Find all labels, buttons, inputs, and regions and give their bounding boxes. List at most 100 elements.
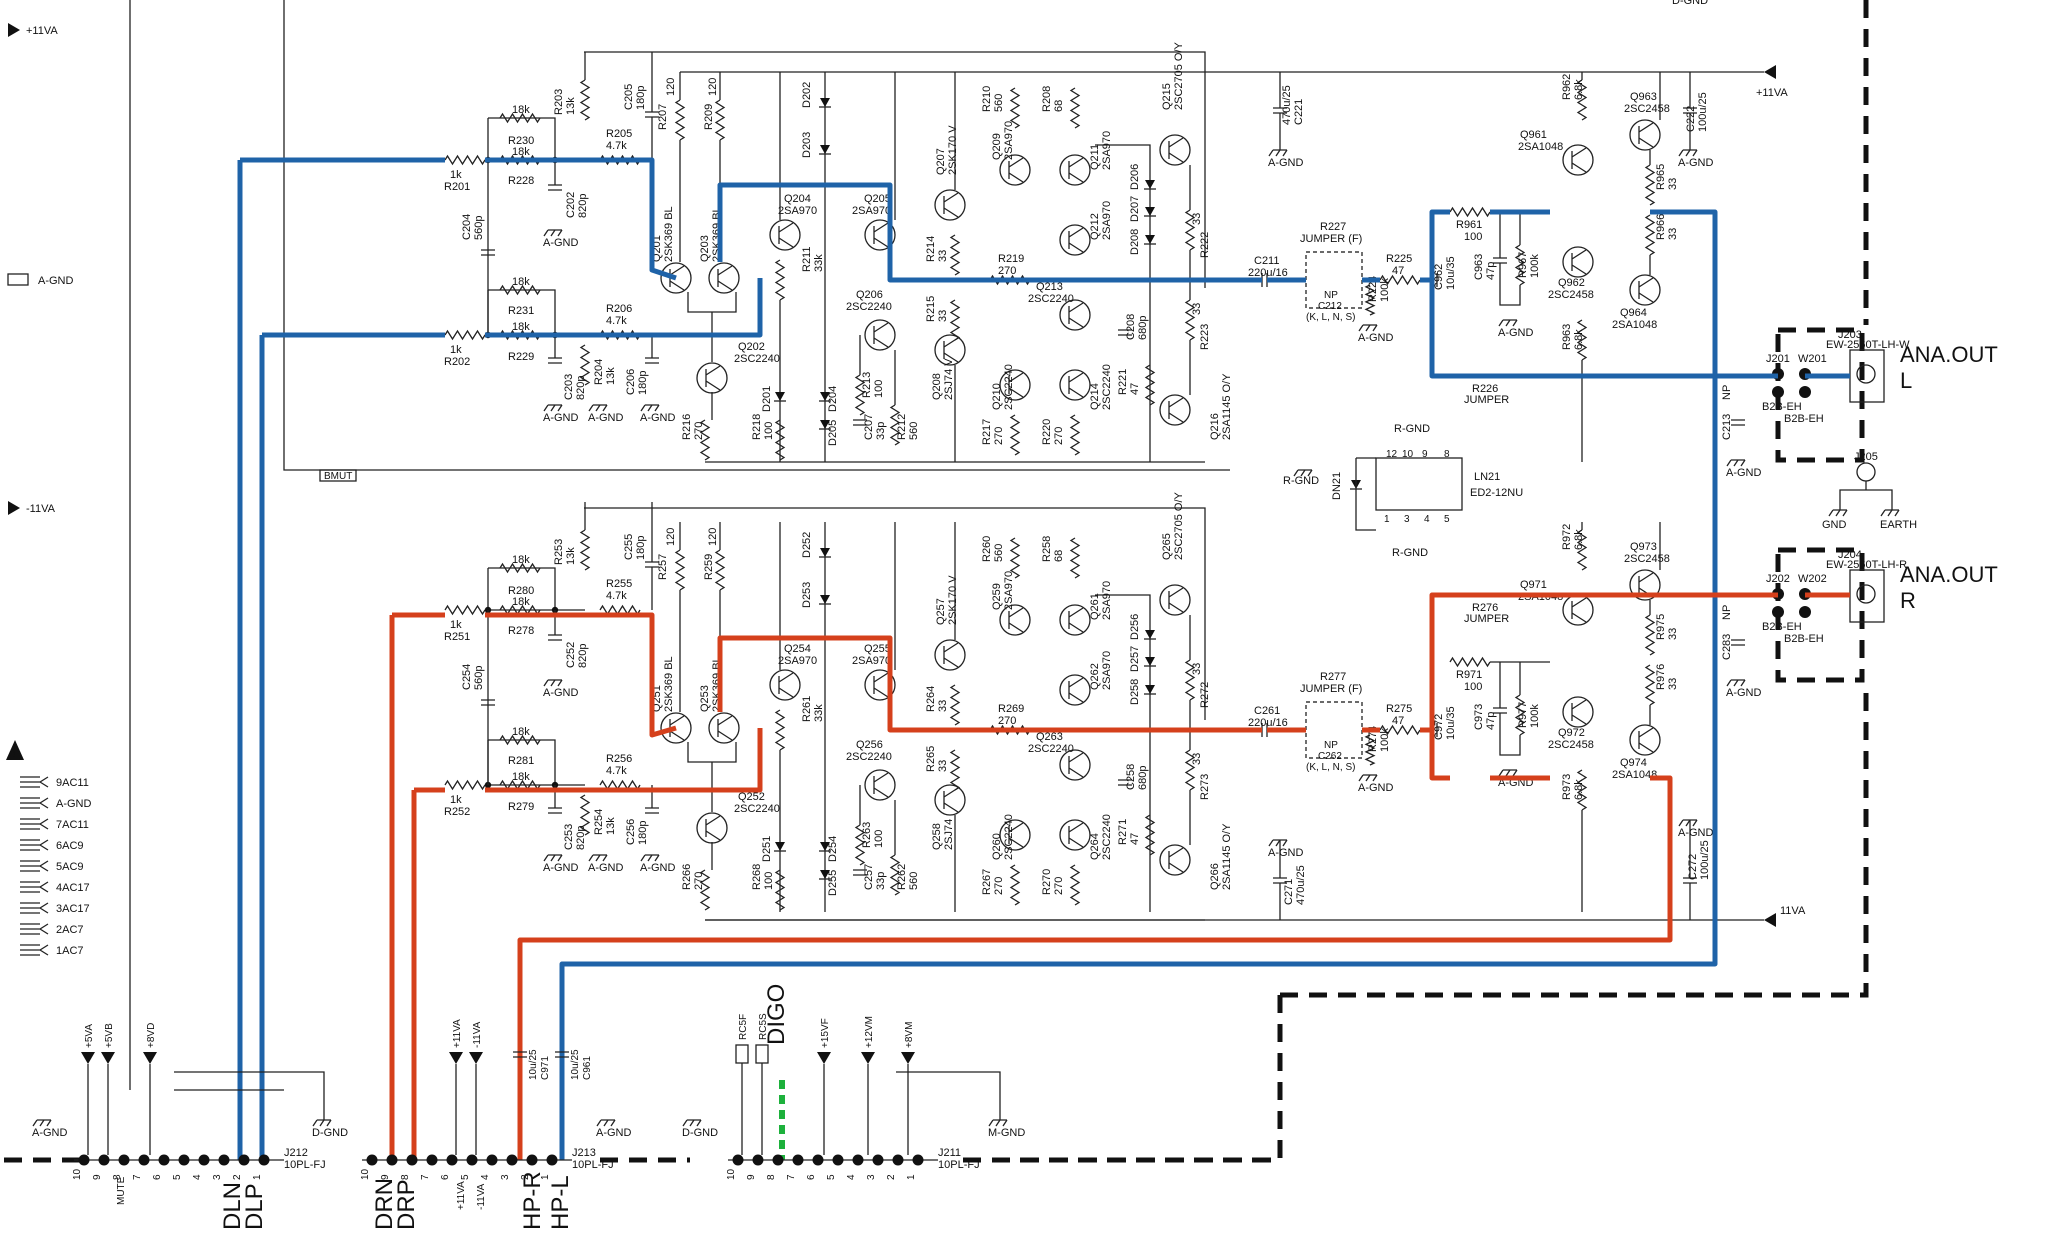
lower-q-val-7: 2SJ74 xyxy=(943,819,955,850)
upper-q-ref-14: Q215 xyxy=(1161,83,1173,110)
upper-res-ref-21: R219 xyxy=(998,253,1024,265)
lower-cap-val-3: 820p xyxy=(575,826,587,850)
cap-c283-np: NP xyxy=(1721,605,1733,620)
lower-q963-symbol xyxy=(1629,569,1661,601)
ac-label-3: 6AC9 xyxy=(56,840,84,852)
relay-pin-bot-1: 3 xyxy=(1404,514,1410,525)
upper-gnd-label-d: A-GND xyxy=(640,412,676,424)
lower-res-r204 xyxy=(579,794,591,836)
ac-tag xyxy=(20,797,49,809)
ac-label-0: 9AC11 xyxy=(56,777,89,789)
upper-d203 xyxy=(820,145,830,154)
lower-res-ref-30: R977 xyxy=(1517,702,1529,728)
lower-res-r967 xyxy=(1514,694,1526,736)
relay-pin-top-2: 9 xyxy=(1422,449,1428,460)
transistor-leads xyxy=(1168,137,1184,163)
conn-j213-pin-5 xyxy=(466,1154,478,1166)
lower-d201 xyxy=(775,842,785,851)
lower-d208 xyxy=(1145,685,1155,694)
bmut-label: BMUT xyxy=(324,471,352,482)
lower-res-val-8: 4.7k xyxy=(606,765,627,777)
conn-j213-pin-3 xyxy=(506,1154,518,1166)
lower-res-val-25: 33 xyxy=(1191,663,1203,675)
upper-q961-symbol xyxy=(1562,144,1594,176)
upper-wire xyxy=(779,72,896,220)
upper-cap-ref-5: C207 xyxy=(863,414,875,440)
upper-res-val-18: 33 xyxy=(937,310,949,322)
upper-res-val-2: 18k xyxy=(512,104,530,116)
ground-symbol xyxy=(1880,509,1900,517)
dgnd-top-label: D-GND xyxy=(1672,0,1708,7)
earth-jack-ref: J205 xyxy=(1854,451,1878,463)
upper-q962-symbol xyxy=(1562,246,1594,278)
lower-d204 xyxy=(820,842,830,851)
lower-in-res-b xyxy=(444,779,486,791)
rail-arrow-m11va xyxy=(8,501,20,515)
cap-c272-val: 100u/25 xyxy=(1699,840,1711,880)
lower-res-val-20: 270 xyxy=(693,872,705,890)
cap-c221-ref: C221 xyxy=(1293,99,1305,125)
upper-res-ref-17: R214 xyxy=(925,236,937,262)
upper-res-ref-29: R961 xyxy=(1456,219,1482,231)
lower-res-r966 xyxy=(1644,664,1656,706)
upper-res-ref-11: R209 xyxy=(703,104,715,130)
upper-res-ref-8: R206 xyxy=(606,303,632,315)
out-right-jack-ref: J204 xyxy=(1838,549,1862,561)
upper-cap-ref-3: C203 xyxy=(563,374,575,400)
lower-res-r213 xyxy=(854,824,866,866)
j211-supply-arrow-0 xyxy=(817,1052,831,1064)
lower-res-r215 xyxy=(949,749,961,791)
conn-j211-pin-4 xyxy=(852,1154,864,1166)
lower-q208-symbol xyxy=(934,784,966,816)
lower-d205 xyxy=(820,870,830,879)
lower-res-val-23: 270 xyxy=(1053,877,1065,895)
lower-diode-6: D257 xyxy=(1129,646,1141,672)
upper-res-r208 xyxy=(699,419,711,461)
c961-val: 10u/25 xyxy=(570,1049,581,1080)
lower-cap-c204 xyxy=(481,699,495,706)
conn-j212-pin-8 xyxy=(118,1154,130,1166)
lower-res-ref-15: R260 xyxy=(981,536,993,562)
lower-q-val-3: 2SA970 xyxy=(778,655,817,667)
jumper-r227-variants: (K, L, N, S) xyxy=(1306,312,1355,323)
conn-j211-pin-10 xyxy=(732,1154,744,1166)
upper-res-val-12: 33k xyxy=(813,254,825,272)
ground-symbol xyxy=(640,404,660,412)
lower-diode-1: D253 xyxy=(801,582,813,608)
lower-res-ref-20: R266 xyxy=(681,864,693,890)
lower-wire xyxy=(1095,594,1151,912)
upper-res-r215 xyxy=(949,299,961,341)
upper-q207-symbol xyxy=(934,189,966,221)
lower-res-ref-10: R257 xyxy=(657,554,669,580)
ac-label-7: 2AC7 xyxy=(56,924,84,936)
transistor-leads xyxy=(873,772,889,798)
conn-j211-pin-5 xyxy=(832,1154,844,1166)
transistor-leads xyxy=(1068,157,1084,183)
lower-res-val-18: 33 xyxy=(937,760,949,772)
gnd-c271: A-GND xyxy=(1268,847,1304,859)
upper-res-r225 xyxy=(1379,274,1421,286)
lower-cap-c207 xyxy=(853,869,867,876)
upper-q203-symbol xyxy=(708,262,740,294)
upper-res-val-7: 4.7k xyxy=(606,140,627,152)
upper-res-ref-30: R967 xyxy=(1517,252,1529,278)
upper-res-ref-14: R212 xyxy=(896,414,908,440)
lower-q-ref-15: Q266 xyxy=(1209,863,1221,890)
lower-res-r217 xyxy=(1009,864,1021,906)
upper-in-res-a xyxy=(444,154,486,166)
lower-gnd-label-e: A-GND xyxy=(1358,782,1394,794)
upper-res-ref-5: R229 xyxy=(508,351,534,363)
lower-res-r220 xyxy=(1069,864,1081,906)
upper-d207 xyxy=(1145,207,1155,216)
lower-res-val-9: 13k xyxy=(605,817,617,835)
conn-j211-pin-9 xyxy=(752,1154,764,1166)
upper-q-ref-18: Q962 xyxy=(1558,277,1585,289)
jumper-r226-label: JUMPER xyxy=(1464,394,1509,406)
ac-tag xyxy=(20,944,49,956)
ac-tag xyxy=(20,776,49,788)
upper-cap-c203 xyxy=(548,357,562,364)
lower-gnd-label-c: A-GND xyxy=(588,862,624,874)
lower-res-ref-5: R279 xyxy=(508,801,534,813)
upper-cap-c206 xyxy=(645,357,659,364)
transistor-leads xyxy=(705,365,721,391)
